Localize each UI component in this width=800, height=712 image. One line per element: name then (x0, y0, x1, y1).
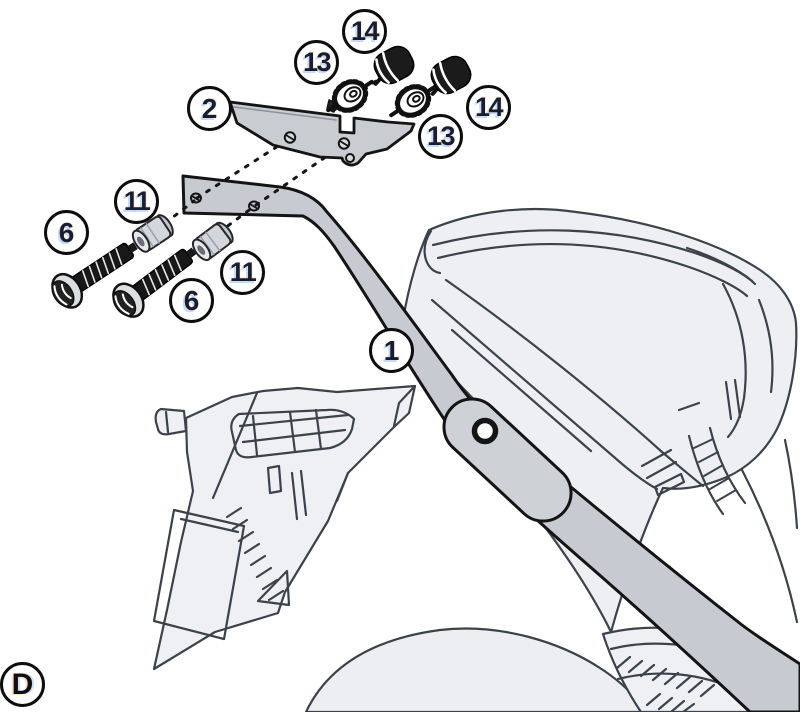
plate-bevel-line (233, 106, 337, 121)
bolt-right-part6 (112, 247, 197, 318)
callout-13-washer-upper: 13 (294, 40, 339, 85)
assembly-dashed-lines (136, 76, 442, 255)
callout-11-spacer-left: 11 (114, 179, 159, 224)
rack-arm-part1 (181, 174, 800, 712)
callout-1-rack-arm: 1 (369, 328, 414, 373)
callout-11-spacer-right: 11 (220, 250, 265, 295)
plate-holes (283, 131, 355, 163)
callout-6-bolt-left: 6 (44, 210, 89, 255)
bolt-left-part6 (51, 242, 138, 309)
washer-upper-part13 (326, 79, 374, 113)
callout-2-mounting-plate: 2 (187, 86, 232, 131)
rear-wheel-hugger (304, 627, 647, 712)
mounting-plate-body (228, 100, 416, 167)
taillight-cluster (230, 408, 356, 459)
callout-14-cap-right: 14 (466, 85, 511, 130)
tail-slot-details (640, 378, 742, 497)
washer-lower-part13 (389, 84, 437, 118)
callout-13-washer-lower: 13 (418, 114, 463, 159)
license-plate (152, 508, 246, 641)
mounting-plate-part2 (228, 99, 416, 167)
seat-pad-lines (431, 229, 757, 298)
grab-recess-outline (687, 426, 747, 516)
frame-curve-right (740, 438, 799, 624)
tail-cowl-seam (721, 282, 774, 439)
footpeg-hatch-band-1 (615, 655, 716, 698)
hanger-details (211, 385, 416, 521)
spacer-right-part11 (191, 221, 234, 262)
hanger-triangle-detail (256, 569, 291, 607)
pivot-hole (471, 417, 499, 445)
motorcycle-rear-illustration (152, 207, 800, 712)
mounting-hardware (51, 45, 472, 318)
hanger-hatch-band (225, 506, 285, 602)
figure-label-d: D (0, 662, 45, 707)
spacer-left-part11 (131, 214, 174, 253)
footpeg-hatch-band-2 (645, 692, 696, 712)
rubber-cap-right-part14 (430, 55, 472, 96)
callout-14-cap-top: 14 (342, 9, 387, 54)
taillight-cluster-lines (238, 408, 350, 457)
tail-panel-creases (410, 278, 705, 569)
tail-bodywork (401, 207, 798, 634)
license-plate-hanger (152, 384, 417, 671)
turn-signal-stub (154, 407, 188, 436)
callout-6-bolt-right: 6 (169, 278, 214, 323)
grab-recess-hatch (693, 438, 737, 502)
seat-front-curl (423, 229, 442, 275)
rubber-cap-top-part14 (373, 45, 415, 86)
